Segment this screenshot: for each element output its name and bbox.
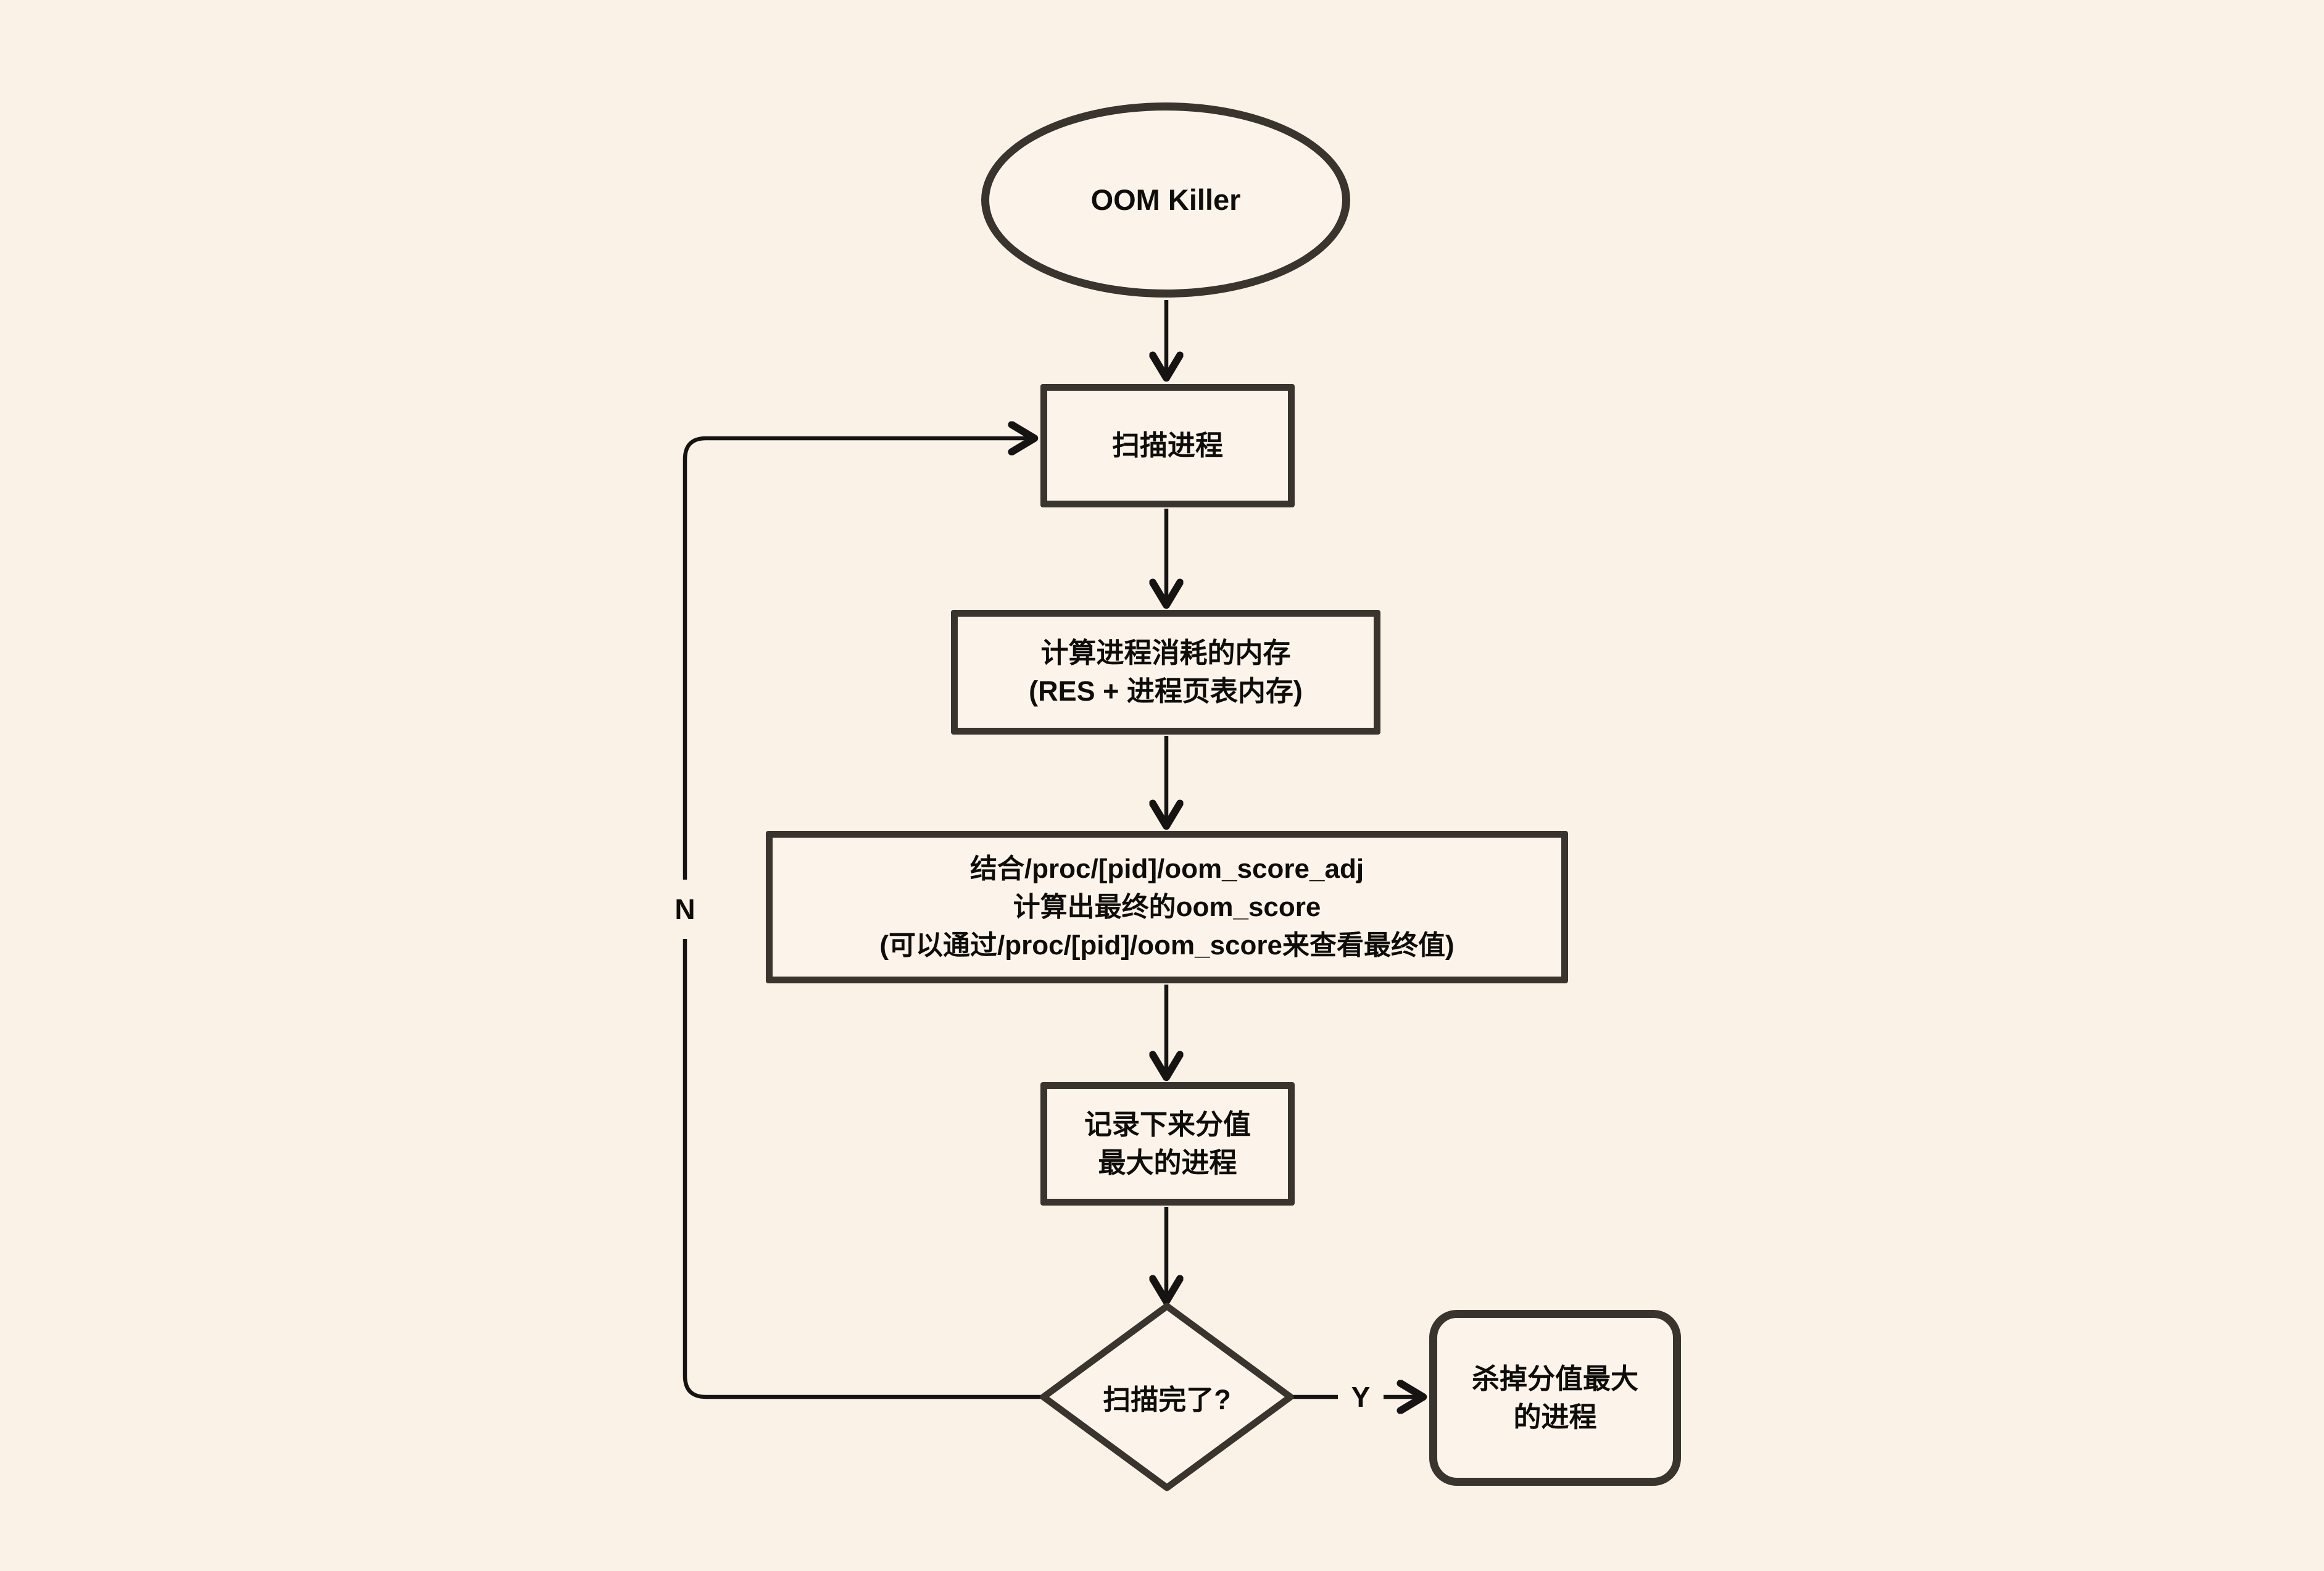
kill-process-line2: 的进程	[1513, 1401, 1597, 1433]
start-node: OOM Killer	[981, 102, 1350, 298]
decision-diamond	[1040, 1302, 1294, 1491]
calc-score-line3: (可以通过/proc/[pid]/oom_score来查看最终值)	[879, 930, 1455, 961]
kill-process-line1: 杀掉分值最大	[1471, 1362, 1638, 1394]
no-edge-label: N	[662, 880, 708, 939]
kill-process-node: 杀掉分值最大 的进程	[1429, 1310, 1681, 1486]
scan-process-node: 扫描进程	[1040, 384, 1295, 507]
scan-process-label: 扫描进程	[1111, 430, 1223, 461]
calc-memory-line2: (RES + 进程页表内存)	[1029, 675, 1303, 707]
calc-score-line2: 计算出最终的oom_score	[1013, 891, 1321, 922]
record-max-score-line2: 最大的进程	[1098, 1147, 1237, 1178]
record-max-score-node: 记录下来分值 最大的进程	[1040, 1082, 1295, 1206]
calc-score-node: 结合/proc/[pid]/oom_score_adj 计算出最终的oom_sc…	[766, 831, 1568, 983]
calc-memory-line1: 计算进程消耗的内存	[1040, 637, 1291, 669]
record-max-score-line1: 记录下来分值	[1084, 1109, 1251, 1140]
calc-memory-node: 计算进程消耗的内存 (RES + 进程页表内存)	[951, 610, 1380, 735]
decision-label: 扫描完了?	[1103, 1383, 1231, 1415]
yes-edge-label: Y	[1338, 1372, 1384, 1422]
start-node-label: OOM Killer	[1090, 183, 1241, 216]
calc-score-line1: 结合/proc/[pid]/oom_score_adj	[969, 853, 1364, 884]
